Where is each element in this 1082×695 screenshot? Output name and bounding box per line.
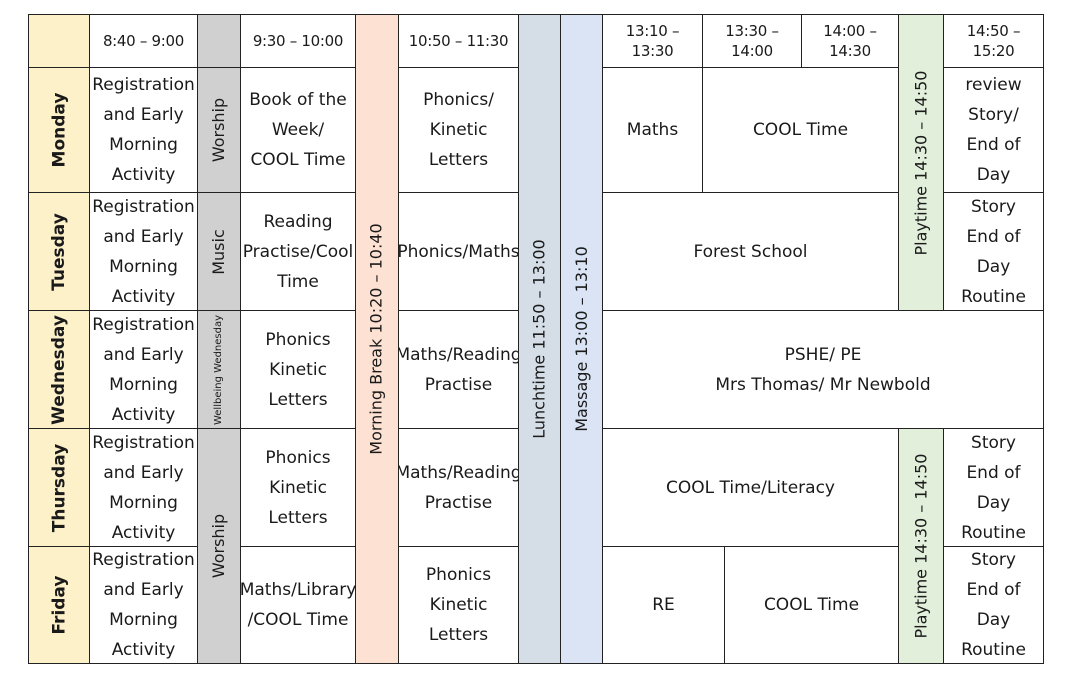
music-tuesday: Music — [197, 192, 241, 311]
lesson-text: Book of the Week/ COOL Time — [249, 90, 347, 170]
early-friday: Registration and Early Morning Activity — [89, 546, 198, 664]
time-header-7: 14:50 – 15:20 — [943, 14, 1044, 68]
lesson-text: Phonics/Maths — [398, 241, 519, 262]
afternoon-wednesday-pshe: PSHE/ PE Mrs Thomas/ Mr Newbold — [602, 310, 1044, 429]
session2-tuesday: Reading Practise/Cool Time — [240, 192, 356, 311]
day-label: Wednesday — [49, 314, 70, 425]
session2-wednesday: Phonics Kinetic Letters — [240, 310, 356, 429]
lesson-text: RE — [652, 595, 675, 615]
afternoon-tuesday-forest: Forest School — [602, 192, 899, 311]
day-thursday: Thursday — [28, 428, 90, 547]
lesson-text: Registration and Early Morning Activity — [92, 432, 195, 543]
break-label: Lunchtime 11:50 – 13:00 — [529, 239, 549, 439]
corner-cell — [28, 14, 90, 68]
lesson-text: Maths/Reading Practise — [398, 344, 519, 395]
lesson-text: COOL Time/Literacy — [666, 477, 835, 498]
day-label: Monday — [49, 92, 69, 168]
time-header-5: 13:30 – 14:00 — [702, 14, 802, 68]
early-tuesday: Registration and Early Morning Activity — [89, 192, 198, 311]
session2-thursday: Phonics Kinetic Letters — [240, 428, 356, 547]
lesson-text: Reading Practise/Cool Time — [242, 211, 354, 292]
lesson-text: Registration and Early Morning Activity — [92, 550, 195, 660]
morning-break-column: Morning Break 10:20 – 10:40 — [355, 14, 399, 664]
early-monday: Registration and Early Morning Activity — [89, 67, 198, 193]
lesson-text: Maths/Library /COOL Time — [240, 580, 356, 630]
session3-wednesday: Maths/Reading Practise — [398, 310, 519, 429]
day-friday: Friday — [28, 546, 90, 664]
session2-friday: Maths/Library /COOL Time — [240, 546, 356, 664]
afternoon-friday-re: RE — [602, 546, 725, 664]
session3-thursday: Maths/Reading Practise — [398, 428, 519, 547]
afternoon-friday-cool: COOL Time — [724, 546, 899, 664]
session3-tuesday: Phonics/Maths — [398, 192, 519, 311]
session2-monday: Book of the Week/ COOL Time — [240, 67, 356, 193]
lesson-text: Week review Story/ End of Day Routine — [965, 75, 1022, 185]
early-wednesday: Registration and Early Morning Activity — [89, 310, 198, 429]
endofday-tuesday: Story End of Day Routine — [943, 192, 1044, 311]
break-label: Playtime 14:30 – 14:50 — [911, 453, 930, 639]
afternoon-thursday-cool: COOL Time/Literacy — [602, 428, 899, 547]
lesson-text: Maths — [626, 120, 679, 140]
lesson-text: Registration and Early Morning Activity — [92, 314, 195, 425]
assembly-label: Music — [209, 228, 228, 275]
worship-header — [197, 14, 241, 68]
worship-monday: Worship — [197, 67, 241, 193]
lesson-text: Phonics/ Kinetic Letters — [423, 90, 494, 170]
lesson-text: Registration and Early Morning Activity — [92, 75, 195, 185]
playtime-column-top: Playtime 14:30 – 14:50 — [898, 14, 944, 311]
time-header-3: 10:50 – 11:30 — [398, 14, 519, 68]
early-thursday: Registration and Early Morning Activity — [89, 428, 198, 547]
time-header-1: 8:40 – 9:00 — [89, 14, 198, 68]
session3-friday: Phonics Kinetic Letters — [398, 546, 519, 664]
lesson-text: PSHE/ PE Mrs Thomas/ Mr Newbold — [715, 344, 931, 395]
wellbeing-wednesday: Wellbeing Wednesday — [197, 310, 241, 429]
break-label: Playtime 14:30 – 14:50 — [911, 70, 930, 255]
lesson-text: Story End of Day Routine — [961, 550, 1026, 660]
time-label: 13:30 – 14:00 — [725, 22, 779, 60]
lesson-text: Story End of Day Routine — [961, 196, 1026, 307]
time-label: 9:30 – 10:00 — [252, 32, 344, 50]
lesson-text: Maths/Reading Practise — [398, 462, 519, 513]
assembly-label: Worship — [209, 513, 229, 579]
lesson-text: Phonics Kinetic Letters — [425, 565, 492, 645]
time-header-6: 14:00 – 14:30 — [801, 14, 899, 68]
massage-column: Massage 13:00 – 13:10 — [560, 14, 603, 664]
day-monday: Monday — [28, 67, 90, 193]
endofday-friday: Story End of Day Routine — [943, 546, 1044, 664]
day-wednesday: Wednesday — [28, 310, 90, 429]
lunchtime-column: Lunchtime 11:50 – 13:00 — [518, 14, 561, 664]
timetable: 8:40 – 9:00 9:30 – 10:00 10:50 – 11:30 1… — [28, 14, 1044, 664]
time-label: 13:10 – 13:30 — [625, 22, 680, 60]
afternoon-monday-maths: Maths — [602, 67, 703, 193]
time-label: 14:00 – 14:30 — [823, 22, 877, 60]
time-label: 8:40 – 9:00 — [102, 32, 185, 50]
session3-monday: Phonics/ Kinetic Letters — [398, 67, 519, 193]
time-header-2: 9:30 – 10:00 — [240, 14, 356, 68]
break-label: Massage 13:00 – 13:10 — [571, 246, 591, 432]
time-label: 14:50 – 15:20 — [966, 22, 1021, 60]
time-header-4: 13:10 – 13:30 — [602, 14, 703, 68]
lesson-text: Registration and Early Morning Activity — [92, 196, 195, 307]
day-label: Friday — [49, 575, 69, 635]
afternoon-monday-cool: COOL Time — [702, 67, 899, 193]
day-label: Thursday — [49, 443, 70, 532]
lesson-text: Story End of Day Routine — [961, 432, 1026, 543]
time-label: 10:50 – 11:30 — [408, 32, 509, 50]
lesson-text: COOL Time — [752, 120, 849, 140]
day-tuesday: Tuesday — [28, 192, 90, 311]
endofday-monday: Week review Story/ End of Day Routine — [943, 67, 1044, 193]
lesson-text: Phonics Kinetic Letters — [265, 329, 331, 410]
playtime-column-bottom: Playtime 14:30 – 14:50 — [898, 428, 944, 664]
endofday-thursday: Story End of Day Routine — [943, 428, 1044, 547]
lesson-text: Forest School — [693, 241, 808, 262]
worship-thu-fri: Worship — [197, 428, 241, 664]
day-label: Tuesday — [49, 212, 69, 291]
assembly-label: Wellbeing Wednesday — [213, 314, 224, 425]
lesson-text: COOL Time — [763, 595, 860, 615]
lesson-text: Phonics Kinetic Letters — [265, 447, 331, 528]
break-label: Morning Break 10:20 – 10:40 — [367, 223, 387, 455]
assembly-label: Worship — [209, 97, 229, 163]
